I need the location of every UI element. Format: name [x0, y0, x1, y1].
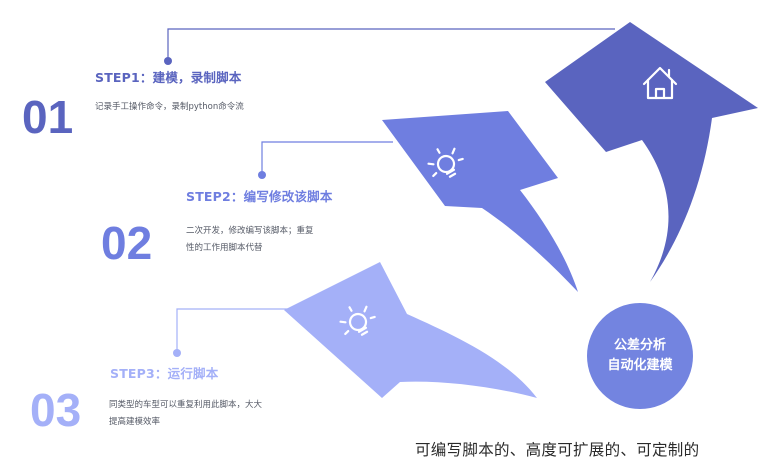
step2-description: 二次开发，修改编写该脚本；重复性的工作用脚本代替 [186, 226, 314, 253]
connector-line-step3 [176, 308, 297, 353]
summary-circle-text: 公差分析 自动化建模 [588, 336, 692, 376]
summary-circle [587, 303, 693, 409]
step1-title: STEP1：建模，录制脚本 [95, 70, 242, 85]
bottom-caption: 可编写脚本的、高度可扩展的、可定制的 [415, 441, 700, 459]
connector-dot-step3 [173, 349, 181, 357]
step3-number: 03 [30, 384, 82, 436]
connector-line-step2 [261, 141, 393, 175]
step1-number: 01 [22, 91, 74, 143]
step1-description: 记录手工操作命令，录制python命令流 [95, 102, 244, 112]
arrow-step1 [545, 22, 758, 282]
connector-dot-step1 [164, 57, 172, 65]
step2-title: STEP2：编写修改该脚本 [186, 189, 333, 204]
connector-dot-step2 [258, 171, 266, 179]
lightbulb-icon [427, 147, 464, 178]
summary-circle-line2: 自动化建模 [607, 358, 673, 373]
arrow-step3 [284, 262, 537, 398]
step3-description: 同类型的车型可以重复利用此脚本，大大提高建模效率 [109, 400, 263, 427]
connector-line-step1 [167, 28, 615, 61]
step3-title: STEP3：运行脚本 [110, 366, 219, 381]
step2-number: 02 [101, 217, 153, 269]
summary-circle-line1: 公差分析 [613, 338, 666, 353]
house-icon [642, 66, 678, 100]
arrow-step2 [382, 111, 578, 292]
lightbulb-icon [339, 305, 376, 336]
